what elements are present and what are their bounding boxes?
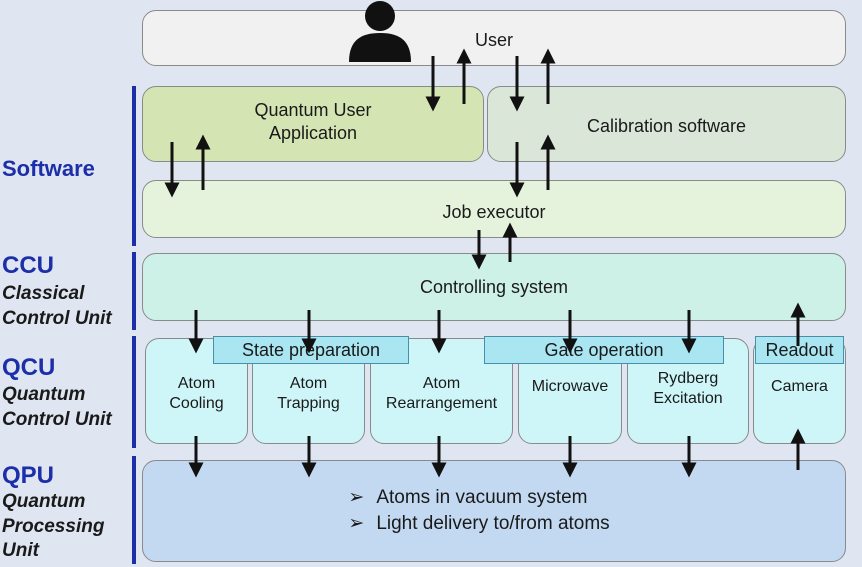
quantum-user-application-label: Quantum User Application	[254, 100, 372, 143]
ccu-bar	[132, 252, 136, 330]
atom-trapping-label: Atom Trapping	[277, 375, 340, 412]
qpu-item-text: Atoms in vacuum system	[376, 487, 588, 508]
calibration-software-label: Calibration software	[586, 116, 747, 136]
qpu-side-label: QPU	[2, 462, 55, 489]
atom-cooling-box: Atom Cooling	[145, 338, 248, 444]
qcu-side-label: QCU	[2, 354, 56, 381]
user-label: User	[474, 30, 513, 50]
controlling-system-box: Controlling system	[142, 253, 846, 321]
controlling-system-label: Controlling system	[419, 277, 569, 297]
qpu-box: ➢ Atoms in vacuum system ➢ Light delivery …	[142, 460, 846, 562]
qpu-side-sublabel: Quantum Processing Unit	[2, 491, 105, 562]
ccu-side-label: CCU	[2, 252, 54, 279]
software-bar	[132, 86, 136, 246]
bullet-arrow-icon: ➢	[348, 487, 365, 508]
qpu-bullet-list: ➢ Atoms in vacuum system ➢ Light delivery …	[348, 485, 609, 537]
atom-rearrangement-label: Atom Rearrangement	[385, 375, 498, 412]
camera-label: Camera	[771, 378, 828, 395]
qpu-item-text: Light delivery to/from atoms	[376, 513, 610, 534]
microwave-label: Microwave	[531, 378, 609, 395]
job-executor-label: Job executor	[442, 202, 546, 222]
qpu-bullet-item: ➢ Atoms in vacuum system	[348, 485, 609, 511]
rydberg-excitation-label: Rydberg Excitation	[653, 370, 723, 407]
software-side-label: Software	[2, 156, 95, 181]
qcu-bar	[132, 336, 136, 448]
qpu-bullet-item: ➢ Light delivery to/from atoms	[348, 511, 609, 537]
user-icon	[347, 0, 413, 62]
job-executor-box: Job executor	[142, 180, 846, 238]
user-box: User	[142, 10, 846, 66]
qcu-side-sublabel: Quantum Control Unit	[2, 384, 112, 430]
bullet-arrow-icon: ➢	[348, 513, 365, 534]
qpu-bar	[132, 456, 136, 564]
ccu-side-sublabel: Classical Control Unit	[2, 283, 112, 329]
atom-cooling-label: Atom Cooling	[169, 375, 224, 412]
